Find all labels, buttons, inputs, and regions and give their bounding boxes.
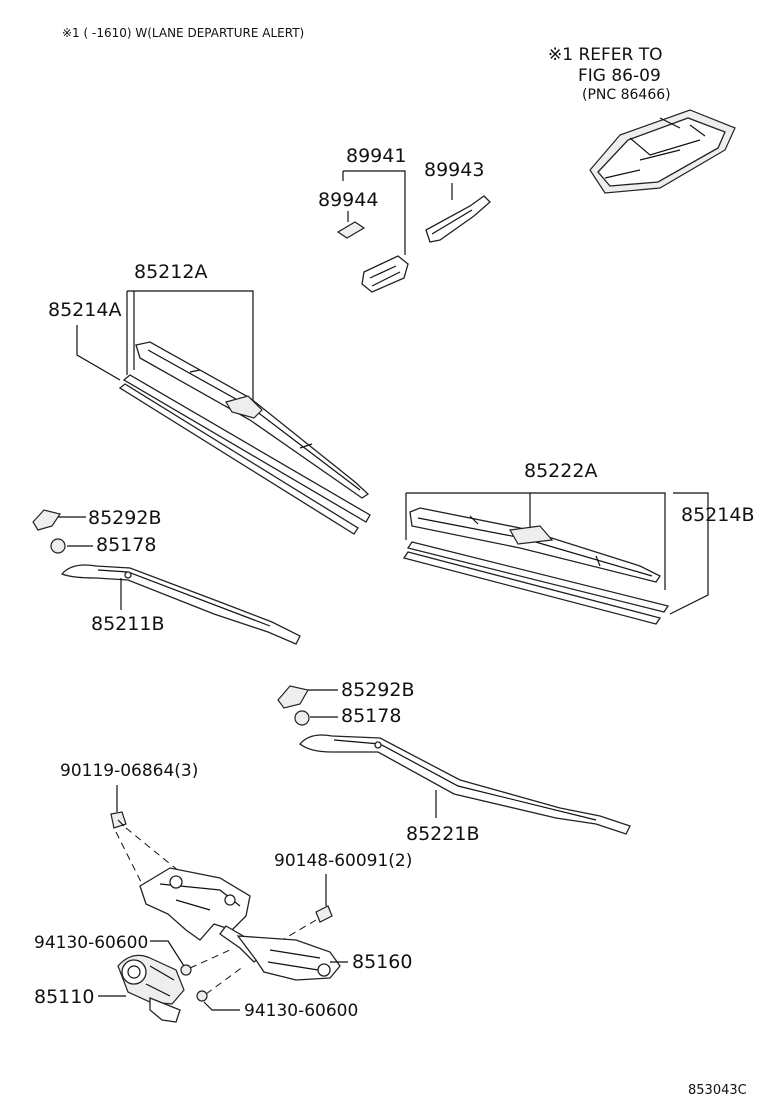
sensor-cover-illustration	[589, 109, 736, 194]
wiper-rubber-right	[402, 541, 670, 625]
wiper-linkage-85150	[139, 867, 341, 981]
wiper-motor-85110	[117, 954, 185, 1023]
leader-85214B	[669, 492, 709, 615]
nut-94130-lower	[196, 990, 208, 1002]
refer-line-3: (PNC 86466)	[582, 87, 671, 103]
bolt-90148	[315, 905, 333, 923]
wiper-blade-left	[135, 341, 370, 499]
refer-line-2: FIG 86-09	[578, 66, 661, 86]
leader-89941	[342, 170, 406, 255]
label-85214B: 85214B	[681, 504, 754, 526]
pad-89944	[336, 221, 366, 239]
label-85110: 85110	[34, 986, 94, 1008]
wiper-rubber-left	[118, 374, 371, 535]
label-85221B: 85221B	[406, 823, 479, 845]
dashed-nut-path-upper	[189, 949, 231, 969]
label-85222A: 85222A	[524, 460, 597, 482]
leader-85214A	[76, 325, 121, 381]
label-89941: 89941	[346, 145, 406, 167]
cap-85292B-right	[277, 685, 309, 709]
leader-94130-upper	[150, 940, 185, 967]
clip-89941	[361, 255, 409, 293]
figure-code: 853043C	[688, 1083, 747, 1098]
label-85214A: 85214A	[48, 299, 121, 321]
leader-85222A	[405, 492, 666, 590]
leader-85212A	[126, 290, 254, 405]
wiper-arm-right	[299, 734, 631, 835]
dashed-bolt-path-1	[125, 827, 181, 873]
header-note: ※1 ( -1610) W(LANE DEPARTURE ALERT)	[62, 26, 304, 40]
label-85292B-right: 85292B	[341, 679, 414, 701]
nut-85178-right	[294, 710, 310, 726]
label-85178-left: 85178	[96, 534, 156, 556]
label-90119: 90119-06864(3)	[60, 761, 198, 781]
bolt-90119	[110, 811, 127, 829]
label-89944: 89944	[318, 189, 378, 211]
cap-85292B-left	[32, 509, 61, 531]
leader-94130-lower	[203, 1001, 240, 1011]
dashed-nut-path-lower	[205, 965, 245, 995]
nut-85178-left	[50, 538, 66, 554]
label-85178-right: 85178	[341, 705, 401, 727]
label-94130-upper: 94130-60600	[34, 933, 148, 953]
label-89943: 89943	[424, 159, 484, 181]
bracket-89943	[425, 195, 491, 243]
label-85211B: 85211B	[91, 613, 164, 635]
label-85160: 85160	[352, 951, 412, 973]
refer-line-1: ※1 REFER TO	[548, 45, 663, 65]
label-94130-lower: 94130-60600	[244, 1001, 358, 1021]
label-85292B-left: 85292B	[88, 507, 161, 529]
label-85212A: 85212A	[134, 261, 207, 283]
wiper-arm-left	[60, 564, 301, 645]
wiper-blade-right	[409, 507, 661, 583]
label-90148: 90148-60091(2)	[274, 851, 412, 871]
nut-94130-upper	[180, 964, 192, 976]
